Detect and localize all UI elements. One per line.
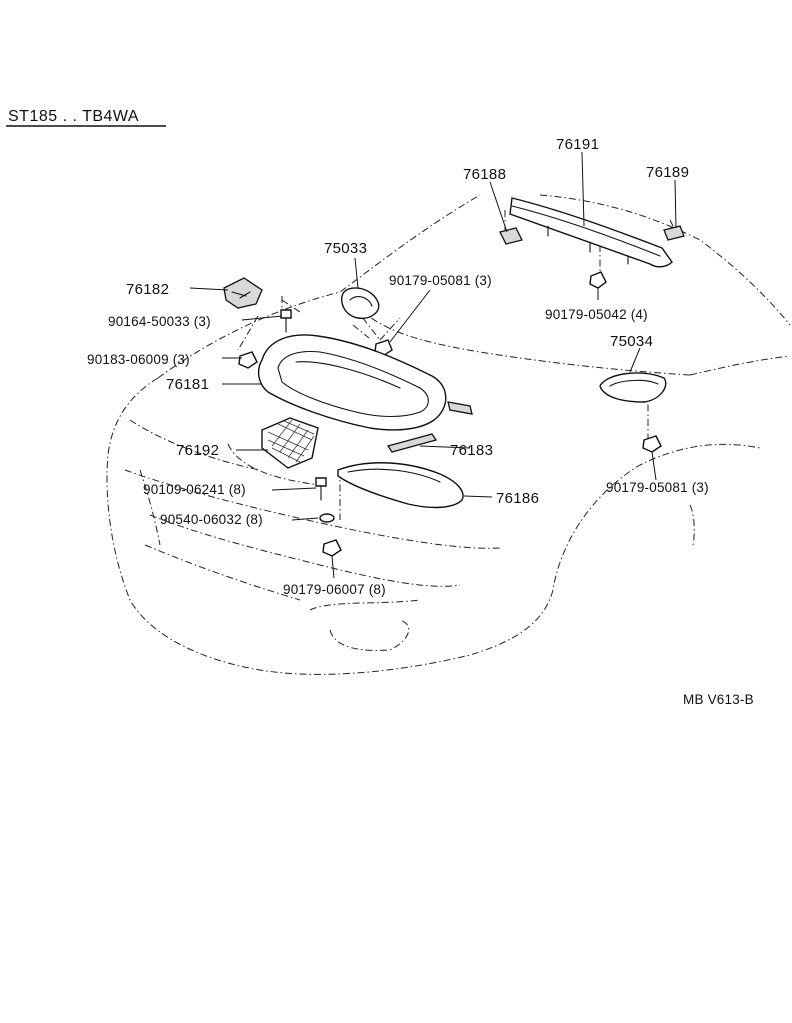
part-90540-06032-washer	[319, 513, 335, 523]
part-75033-scoop	[340, 287, 380, 319]
callout-76192: 76192	[176, 442, 219, 459]
part-90164-50033-bolt	[280, 309, 292, 333]
callout-75033: 75033	[324, 240, 367, 257]
part-76188-clip	[499, 227, 523, 245]
callout-90540-06032: 90540-06032 (8)	[160, 512, 263, 527]
callout-90179-06007: 90179-06007 (8)	[283, 582, 386, 597]
part-76182-bracket	[223, 277, 263, 309]
part-90179-06007-nut	[322, 539, 342, 557]
part-76183-seal	[386, 433, 438, 453]
part-75034-scoop	[599, 372, 667, 403]
leader-dash-lines	[237, 210, 676, 520]
part-76191-spoiler	[509, 197, 673, 268]
callout-76181: 76181	[166, 376, 209, 393]
callout-75034: 75034	[610, 333, 653, 350]
part-90183-06009-nut	[238, 351, 258, 369]
bumper-lines	[124, 419, 501, 601]
part-90179-05081-nut-b	[642, 435, 662, 453]
callout-labels: 76191 76188 76189 75033 90179-05081 (3) …	[87, 136, 709, 597]
part-76181-scoop-frame	[257, 334, 473, 431]
part-76186-garnish	[337, 462, 464, 509]
model-header: ST185 . . TB4WA	[8, 108, 139, 125]
part-76189-clip	[663, 225, 685, 241]
hood-outline	[157, 194, 791, 379]
callout-90109-06241: 90109-06241 (8)	[143, 482, 246, 497]
part-90109-06241-bolt	[315, 477, 327, 501]
callout-76189: 76189	[646, 164, 689, 181]
callout-90179-05081-a: 90179-05081 (3)	[389, 273, 492, 288]
part-76192-mesh	[261, 417, 319, 469]
callout-90164-50033: 90164-50033 (3)	[108, 314, 211, 329]
drawing-code: MB V613-B	[683, 692, 754, 707]
callout-76182: 76182	[126, 281, 169, 298]
callout-90183-06009: 90183-06009 (3)	[87, 352, 190, 367]
callout-76191: 76191	[556, 136, 599, 153]
callout-90179-05042: 90179-05042 (4)	[545, 307, 648, 322]
callout-76188: 76188	[463, 166, 506, 183]
leader-lines	[189, 151, 677, 579]
part-90179-05042-nut	[589, 271, 607, 289]
callout-90179-05081-b: 90179-05081 (3)	[606, 480, 709, 495]
callout-76186: 76186	[496, 490, 539, 507]
body-outline	[106, 355, 791, 675]
callout-76183: 76183	[450, 442, 493, 459]
